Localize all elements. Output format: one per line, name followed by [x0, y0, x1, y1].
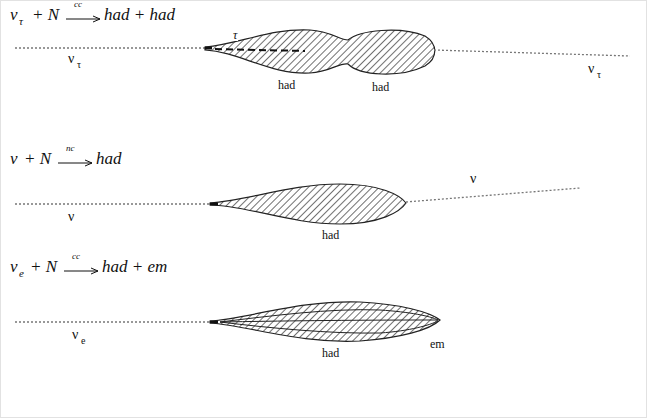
label: + N	[32, 6, 59, 23]
neutrino-track	[15, 203, 210, 204]
label: ν	[10, 6, 18, 23]
neutrino-track	[15, 47, 205, 48]
label: τ	[232, 29, 238, 41]
vertex	[210, 203, 218, 206]
shower-line	[220, 320, 438, 322]
label: had	[322, 229, 339, 241]
label: cc	[72, 252, 80, 261]
label: + N	[24, 150, 51, 167]
label: τ	[597, 70, 601, 80]
label: had	[96, 150, 122, 167]
shower-line	[220, 310, 438, 322]
label: em	[430, 338, 445, 350]
label: + N	[30, 258, 57, 275]
neutrino-track	[406, 188, 580, 202]
label: ν	[470, 172, 476, 186]
label: τ	[19, 16, 23, 27]
label: nc	[66, 144, 75, 153]
label: ν	[68, 52, 74, 66]
label: e	[19, 268, 24, 279]
label: cc	[74, 0, 82, 9]
reaction-arrow	[64, 271, 98, 272]
label: had	[322, 347, 339, 359]
vertex	[210, 321, 218, 324]
label: τ	[77, 60, 81, 70]
label: ν	[10, 150, 18, 167]
hadron-shower	[210, 184, 406, 224]
neutrino-track	[15, 321, 210, 322]
label: had	[372, 81, 389, 93]
label: had + had	[104, 6, 175, 23]
label: ν	[72, 328, 78, 342]
shower	[210, 302, 440, 341]
vertex	[205, 47, 212, 50]
tau-track	[215, 49, 305, 51]
hadron-shower	[205, 30, 435, 74]
label: e	[81, 336, 85, 346]
label: ν	[10, 258, 18, 275]
reaction-arrow	[66, 19, 100, 20]
neutrino-track	[434, 50, 630, 56]
reaction-arrow	[58, 163, 92, 164]
shower-line	[220, 321, 438, 333]
label: ν	[588, 62, 594, 76]
label: had	[278, 79, 295, 91]
label: ν	[68, 210, 74, 224]
label: had + em	[102, 258, 167, 275]
